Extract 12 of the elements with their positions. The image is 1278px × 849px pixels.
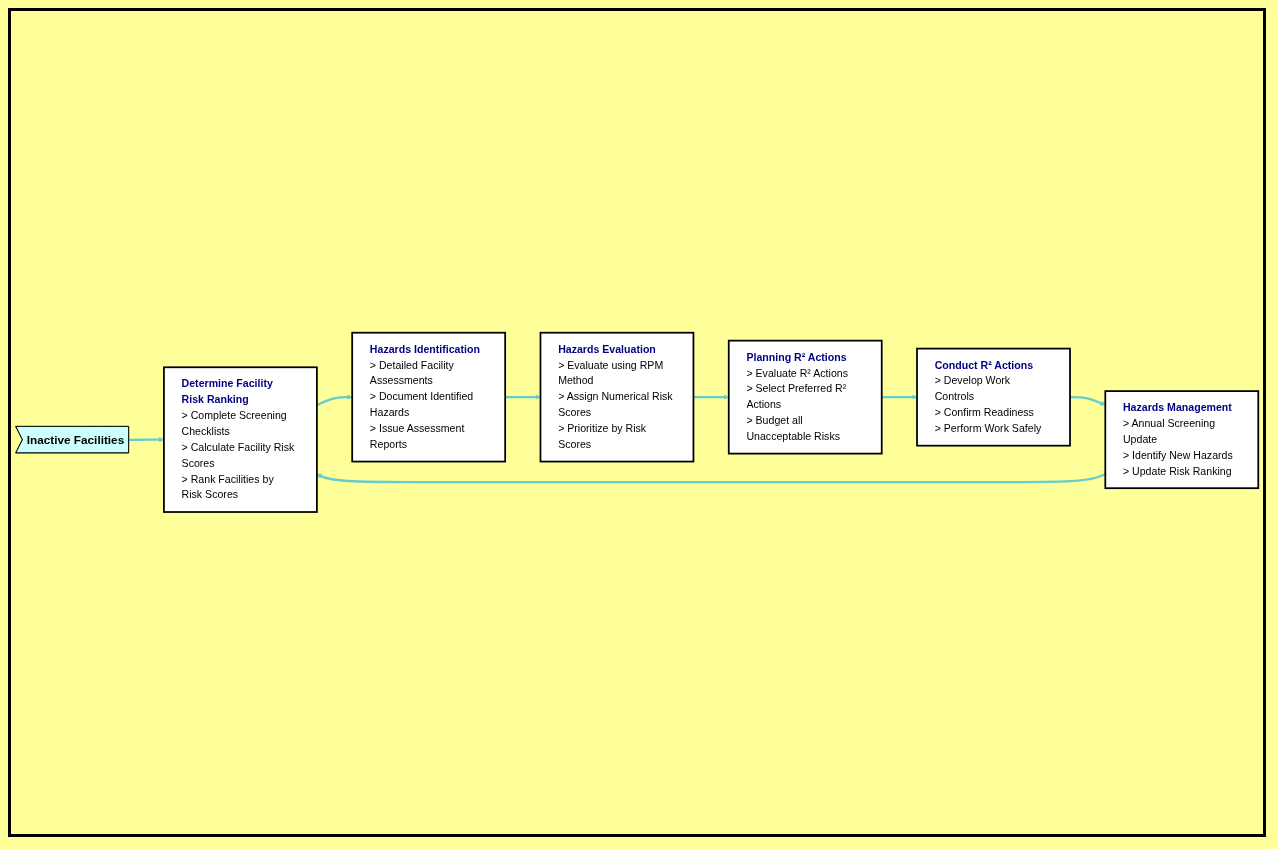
arrow [505, 394, 541, 400]
node-box: Determine Facility Risk Ranking > Complete Screening Checklists > Calculate Facility Risk Scores > Rank Facilities by Risk Scores [163, 366, 318, 514]
arrow [316, 394, 353, 407]
arrow [316, 473, 1106, 484]
node-box: Conduct R² Actions > Develop Work Controls > Confirm Readiness > Perform Work Safely [916, 347, 1071, 447]
node-box: Hazards Identification > Detailed Facility Assessments > Document Identified Hazards > Issue Assessment Reports [351, 331, 507, 463]
arrow [1070, 396, 1106, 406]
arrow [881, 394, 918, 400]
arrow [693, 394, 729, 400]
node-box: Hazards Management > Annual Screening Update > Identify New Hazards > Update Risk Ranking [1104, 390, 1260, 490]
node-box: Hazards Evaluation > Evaluate using RPM Method > Assign Numerical Risk Scores > Prioritize by Risk Scores [539, 331, 695, 463]
node-box: Planning R² Actions > Evaluate R² Actions > Select Preferred R² Actions > Budget all Unacceptable Risks [727, 339, 883, 455]
